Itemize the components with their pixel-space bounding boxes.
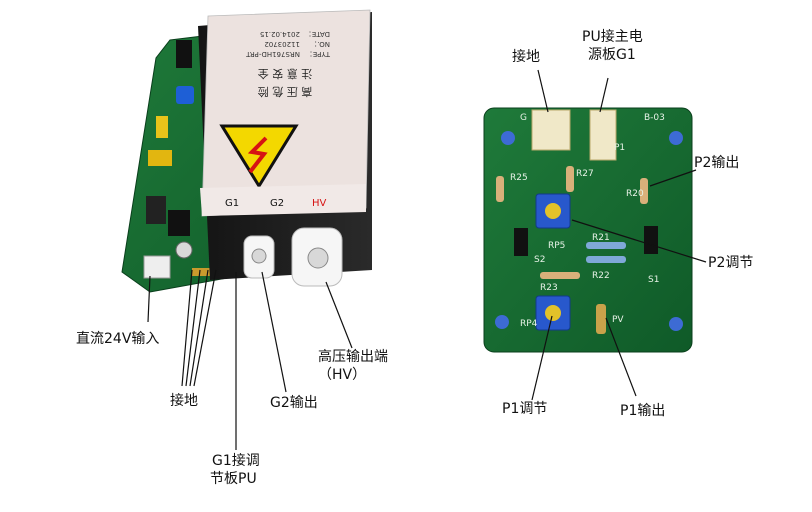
resistor bbox=[640, 178, 648, 204]
callout-dc24v-input: 直流24V输入 bbox=[76, 331, 160, 347]
silk-r23: R23 bbox=[540, 283, 558, 293]
reg-pcb bbox=[483, 107, 693, 353]
psu-heatsink bbox=[176, 40, 192, 68]
terminal-strip bbox=[200, 184, 366, 216]
no-key: NO.： bbox=[310, 40, 330, 48]
resistor bbox=[496, 176, 504, 202]
resistor bbox=[566, 166, 574, 192]
resistor bbox=[586, 256, 626, 263]
callout-p1-output: P1输出 bbox=[620, 403, 666, 419]
silk-s1: S1 bbox=[648, 275, 659, 285]
terminal-hv-label: HV bbox=[312, 198, 327, 209]
callout-ground-left: 接地 bbox=[170, 393, 198, 409]
silk-s2: S2 bbox=[534, 255, 545, 265]
psu-capacitor bbox=[148, 150, 172, 166]
date-value: 2014.02.15 bbox=[260, 30, 300, 38]
callout-g1-line1: G1接调 bbox=[212, 453, 260, 469]
regulator-board: G B-03 P1 RP5 RP4 R21 R22 R23 R25 R27 R2… bbox=[483, 107, 693, 353]
terminal-g2-label: G2 bbox=[270, 198, 284, 209]
rp4-knob bbox=[545, 305, 561, 321]
hv-bushing-hole bbox=[307, 247, 329, 269]
silk-rp4: RP4 bbox=[520, 319, 538, 329]
no-value: 11203702 bbox=[264, 40, 300, 48]
silk-r21: R21 bbox=[592, 233, 610, 243]
callout-lines bbox=[147, 69, 707, 450]
silk-p1: PV bbox=[612, 315, 624, 325]
silk-r22: R22 bbox=[592, 271, 610, 281]
mount-hole bbox=[501, 131, 515, 145]
psu-chip bbox=[146, 196, 166, 224]
hv-warning-icon bbox=[219, 124, 299, 189]
silk-r27: R27 bbox=[576, 169, 594, 179]
callout-ground-top: 接地 bbox=[512, 49, 540, 65]
callout-g1-line2: 节板PU bbox=[210, 471, 257, 487]
mount-hole bbox=[669, 317, 683, 331]
resistor bbox=[540, 272, 580, 279]
mount-hole bbox=[495, 315, 509, 329]
callout-hv-output-line2: （HV） bbox=[318, 367, 367, 383]
callout-p2-output: P2输出 bbox=[694, 155, 740, 171]
caution-line1: 高 压 危 险 bbox=[258, 85, 313, 99]
terminal-g1-label: G1 bbox=[225, 198, 239, 209]
silk-r25: R25 bbox=[510, 173, 528, 183]
hv-power-supply: 高 压 危 险 注 意 安 全 TYPE： NRS761HD-PRT NO.： … bbox=[121, 9, 372, 293]
date-key: DATE： bbox=[305, 30, 330, 38]
rp5-knob bbox=[545, 203, 561, 219]
lightning-icon bbox=[247, 136, 268, 174]
s2-jumper bbox=[514, 228, 528, 256]
type-key: TYPE： bbox=[306, 50, 331, 58]
pu-connector bbox=[589, 109, 617, 161]
mount-hole bbox=[669, 131, 683, 145]
callout-hv-output-line1: 高压输出端 bbox=[318, 349, 388, 365]
dc24v-connector bbox=[143, 255, 171, 279]
psu-screw bbox=[175, 241, 193, 259]
g2-bushing-hole bbox=[251, 248, 267, 264]
ground-connector bbox=[531, 109, 571, 151]
callout-g2-output: G2输出 bbox=[270, 395, 318, 411]
resistor bbox=[586, 242, 626, 249]
silk-g: G bbox=[520, 113, 527, 123]
silk-r20: R20 bbox=[626, 189, 644, 199]
caution-line2: 注 意 安 全 bbox=[258, 67, 313, 81]
callout-pu-main-line1: PU接主电 bbox=[582, 29, 643, 45]
silk-rev: B-03 bbox=[644, 113, 665, 123]
silk-rp5: RP5 bbox=[548, 241, 565, 251]
callout-p2-adjust: P2调节 bbox=[708, 255, 754, 271]
silk-pv: P1 bbox=[614, 143, 625, 153]
psu-inductor bbox=[168, 210, 190, 236]
psu-capacitor bbox=[156, 116, 168, 138]
psu-trimpot bbox=[176, 86, 194, 104]
type-value: NRS761HD-PRT bbox=[245, 50, 300, 58]
ground-pins bbox=[192, 268, 218, 276]
callout-pu-main-line2: 源板G1 bbox=[588, 47, 636, 63]
p1-terminal bbox=[596, 304, 606, 334]
s1-jumper bbox=[644, 226, 658, 254]
callout-p1-adjust: P1调节 bbox=[502, 401, 548, 417]
